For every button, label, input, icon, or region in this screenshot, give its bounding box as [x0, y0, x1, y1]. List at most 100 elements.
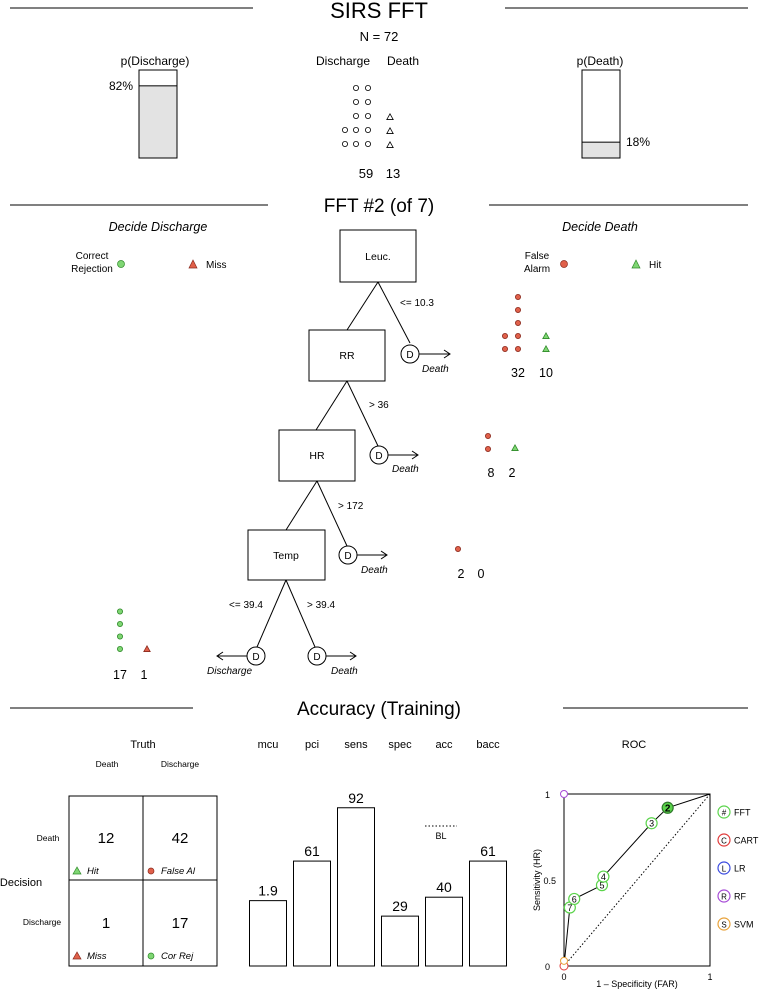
final-correct-rejection-array — [117, 608, 124, 653]
legend-false-alarm-label-1: False — [525, 251, 550, 262]
miss-case-icon — [143, 644, 151, 652]
n-label: N = 72 — [360, 29, 399, 44]
decide-discharge-label: Decide Discharge — [109, 220, 208, 234]
fa-cell-label: False Al — [161, 866, 196, 877]
exit-arrowhead-temp-left — [216, 651, 224, 661]
false-alarm-case-icon — [454, 546, 461, 553]
node-leuc-hit-array — [542, 331, 550, 352]
p-discharge-value: 82% — [109, 79, 133, 93]
miss-cell-label: Miss — [87, 951, 107, 962]
node-temp — [247, 529, 326, 581]
roc-legend-icon-svm — [717, 917, 731, 931]
death-icon-array — [386, 112, 394, 148]
bar-category-pci: pci — [305, 739, 319, 751]
node-hr — [278, 429, 356, 482]
false-alarm-case-icon — [501, 332, 508, 339]
exit-arrowhead-hr — [380, 550, 388, 560]
node-leuc-label: Leuc. — [365, 251, 391, 263]
roc-xtick-0: 0 — [561, 972, 566, 982]
hit-icon — [631, 259, 641, 269]
node-rr-label: RR — [339, 350, 355, 362]
p-death-fill — [581, 141, 621, 159]
roc-fft-point-3 — [645, 817, 658, 830]
hit-case-icon — [511, 443, 519, 451]
final-miss-array — [143, 644, 151, 652]
cr-cell-icon — [147, 952, 155, 960]
branch-temp-left — [256, 579, 287, 648]
legend-false-alarm-label-2: Alarm — [524, 264, 550, 275]
discharge-case-icon — [364, 113, 371, 120]
p-death-value: 18% — [626, 135, 650, 149]
bar-value-sens: 92 — [348, 790, 364, 806]
branch-rr-exit — [346, 380, 379, 447]
truth-label: Truth — [130, 739, 155, 751]
bar-category-sens: sens — [344, 739, 368, 751]
miss-cell-icon — [72, 951, 82, 960]
roc-legend-symbol-fft: # — [722, 809, 727, 818]
threshold-hr: > 172 — [338, 501, 364, 512]
legend-correct-rejection-label-1: Correct — [76, 251, 109, 262]
truth-discharge-label: Discharge — [161, 759, 200, 769]
node-temp-label: Temp — [273, 550, 299, 562]
node-leuc — [339, 229, 417, 283]
branch-leuc-continue — [346, 281, 379, 331]
legend-correct-rejection-label-2: Rejection — [71, 264, 113, 275]
accuracy-title: Accuracy (Training) — [297, 699, 461, 720]
roc-fft-point-6 — [568, 892, 581, 906]
discharge-case-icon — [352, 99, 359, 106]
exit-arrowhead-temp-right — [349, 651, 357, 661]
roc-legend-symbol-lr: L — [722, 865, 727, 874]
exit-symbol-rr: D — [375, 451, 382, 462]
cr-cell-label: Cor Rej — [161, 951, 194, 962]
hit-case-icon — [542, 344, 550, 352]
decide-death-label: Decide Death — [562, 220, 638, 234]
discharge-case-icon — [352, 140, 359, 147]
bar-category-mcu: mcu — [258, 739, 279, 751]
false-alarm-case-icon — [501, 345, 508, 352]
node-rr-false-alarm-array — [484, 432, 491, 452]
bar-mcu — [249, 900, 287, 967]
node-hr-false-alarm-array — [454, 546, 461, 553]
cr-cell-value: 17 — [172, 915, 189, 932]
roc-fft-point-label-4: 4 — [601, 872, 606, 882]
final-miss-count: 1 — [141, 668, 148, 682]
discharge-case-icon — [364, 85, 371, 92]
threshold-temp-right: > 39.4 — [307, 600, 336, 611]
roc-legend-symbol-svm: S — [721, 921, 726, 930]
correct-rejection-icon — [117, 260, 125, 268]
bar-bacc — [469, 860, 507, 967]
roc-rf-point — [560, 790, 568, 798]
roc-ytick-0-5: 0.5 — [543, 876, 556, 886]
bar-category-spec: spec — [388, 739, 412, 751]
exit-symbol-temp-left: D — [252, 652, 259, 663]
bar-value-bacc: 61 — [480, 843, 496, 859]
bar-value-acc: 40 — [436, 879, 452, 895]
correct-rejection-case-icon — [117, 608, 124, 615]
exit-symbol-leuc: D — [406, 350, 413, 361]
roc-fft-point-label-7: 7 — [567, 903, 572, 913]
decision-label: Decision — [0, 877, 42, 889]
roc-legend-label-cart: CART — [734, 836, 759, 846]
exit-arrowhead-rr — [411, 450, 419, 460]
roc-xtick-1: 1 — [707, 972, 712, 982]
discharge-case-icon — [364, 127, 371, 134]
roc-legend-symbol-rf: R — [721, 893, 727, 902]
node-hr-hit-count: 0 — [478, 567, 485, 581]
roc-fft-point-label-5: 5 — [599, 881, 604, 891]
node-rr — [308, 329, 386, 382]
roc-legend-icon-rf — [717, 889, 731, 903]
roc-fft-point-2 — [661, 801, 674, 814]
false-alarm-case-icon — [515, 319, 522, 326]
death-case-icon — [386, 112, 394, 120]
exit-symbol-hr: D — [344, 551, 351, 562]
roc-legend-icon-cart — [717, 833, 731, 847]
exit-arrowhead-leuc — [443, 349, 451, 359]
roc-legend-label-svm: SVM — [734, 920, 754, 930]
p-discharge-label: p(Discharge) — [121, 54, 190, 68]
roc-fft-point-4 — [597, 870, 610, 883]
bar-pci — [293, 860, 331, 967]
false-alarm-case-icon — [484, 445, 491, 452]
bar-acc — [425, 896, 463, 967]
death-case-icon — [386, 140, 394, 148]
